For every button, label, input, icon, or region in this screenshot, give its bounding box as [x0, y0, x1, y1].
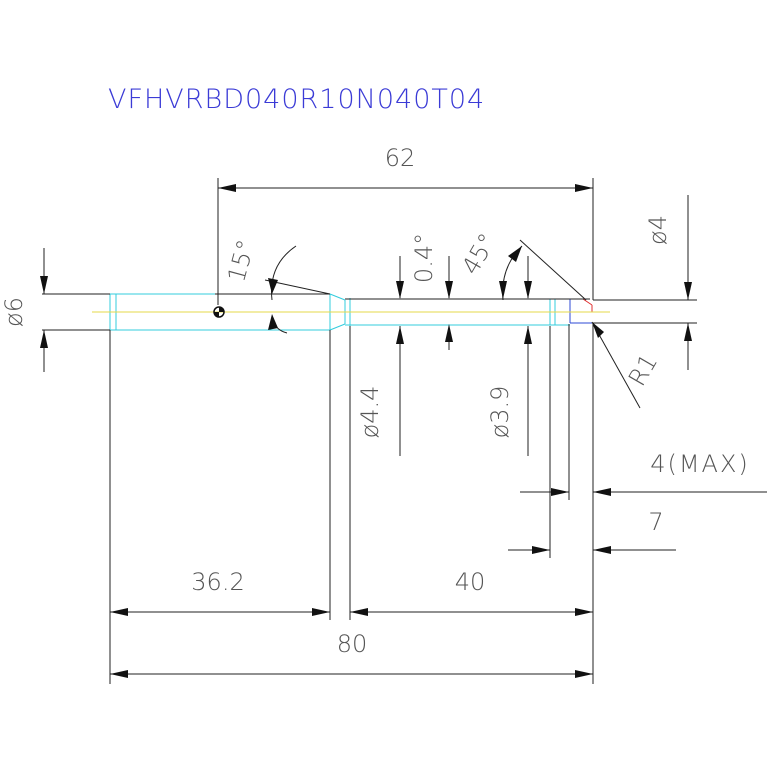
dim-shank-len: 36.2 — [109, 330, 331, 684]
dim-flute-len-label: 7 — [648, 508, 663, 536]
dim-flute-len: 7 — [508, 326, 676, 558]
dim-taper-angle-label: 15° — [222, 237, 260, 285]
dim-chamfer-angle-label: 45° — [456, 229, 502, 280]
dim-shank-dia: ø6 — [0, 248, 110, 372]
dim-taper-angle: 15° — [222, 237, 331, 334]
dim-tip-dia-label: ø4 — [644, 215, 672, 245]
dim-overall-len: 80 — [110, 630, 593, 678]
dim-relief-dia-label: ø3.9 — [486, 386, 514, 439]
dim-corner-radius: R1 — [591, 321, 663, 409]
dim-overall-len-label: 80 — [337, 630, 368, 658]
dim-tip-dia: ø4 — [593, 195, 697, 370]
dim-back-taper-label: 0.4° — [410, 233, 438, 283]
tool-body — [92, 293, 610, 331]
dim-back-taper: 0.4° — [396, 233, 453, 350]
dim-neck-dia: ø4.4 — [356, 326, 404, 456]
dim-relief-dia: ø3.9 — [486, 326, 532, 456]
dim-overall-cut: 62 — [217, 144, 594, 305]
dim-overall-cut-label: 62 — [385, 144, 416, 172]
part-number: VFHVRBD040R10N040T04 — [108, 84, 485, 115]
dim-shank-len-label: 36.2 — [191, 568, 244, 596]
dim-shank-dia-label: ø6 — [0, 297, 28, 327]
dim-reach-len: 40 — [349, 326, 594, 684]
dim-chamfer-angle: 45° — [456, 229, 587, 301]
dim-neck-dia-label: ø4.4 — [356, 386, 384, 439]
dim-reach-len-label: 40 — [455, 568, 486, 596]
dim-flute-max: 4(MAX) — [520, 324, 767, 500]
dim-corner-radius-label: R1 — [623, 349, 663, 391]
dim-flute-max-label: 4(MAX) — [650, 450, 750, 478]
